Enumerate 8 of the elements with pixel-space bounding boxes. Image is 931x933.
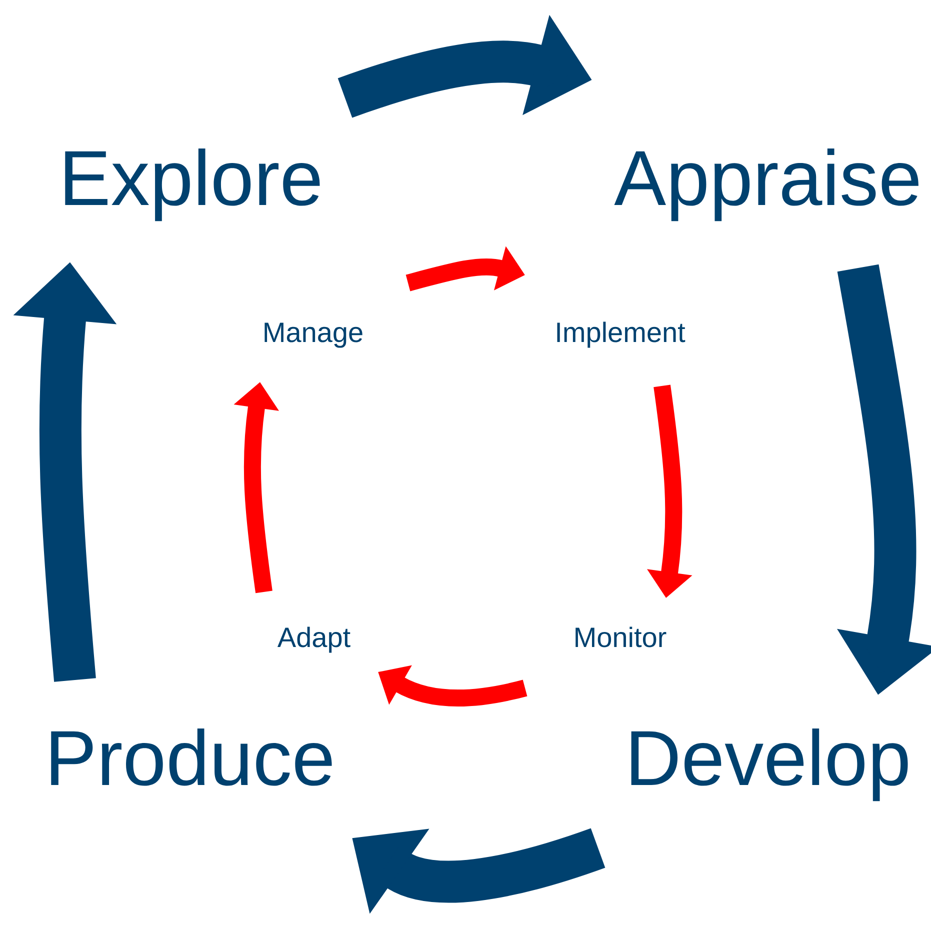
step-label: Adapt xyxy=(277,626,350,653)
stage-label: Develop xyxy=(631,728,908,802)
stage-label: Explore xyxy=(65,148,320,222)
step-label: Implement xyxy=(557,322,686,348)
stage-label: Produce xyxy=(51,728,332,786)
step-label: Manage xyxy=(264,322,362,348)
stage-label: Appraise xyxy=(614,148,918,222)
step-label: Monitor xyxy=(576,626,666,648)
